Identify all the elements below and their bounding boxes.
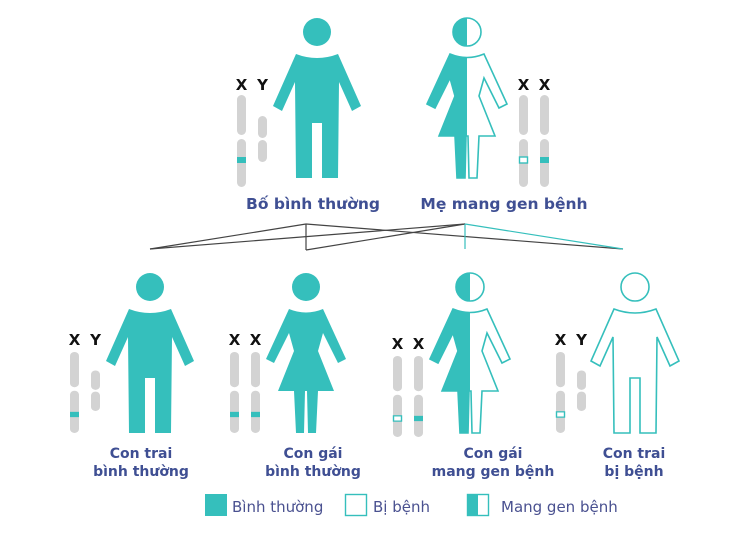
child-label-line2: bị bệnh <box>604 464 663 480</box>
child-label-line1: Con trai <box>603 446 666 462</box>
child-chromosomes: X Y <box>69 331 102 433</box>
chromosome-label-y: Y <box>89 331 102 349</box>
child-chromosomes: X Y <box>555 331 588 433</box>
legend-hollow-square-icon <box>344 493 368 517</box>
inheritance-lines <box>149 223 624 251</box>
child-chromosomes: X X <box>392 335 425 437</box>
chromosome-label-x: X <box>392 335 404 353</box>
son-figure-icon <box>106 273 194 433</box>
legend-label-affected: Bị bệnh <box>373 498 430 516</box>
father-chromosomes: X Y <box>236 76 269 187</box>
chromosome-label-x: X <box>539 76 551 94</box>
daughter-carrier-figure-icon <box>429 272 511 434</box>
child-affected-son: X Y Con trai bị bệnh <box>555 272 680 480</box>
chromosome-label-x: X <box>413 335 425 353</box>
legend-label-normal: Bình thường <box>232 498 323 516</box>
child-label-line1: Con trai <box>110 446 173 462</box>
chromosome-label-x: X <box>555 331 567 349</box>
x-chromosome <box>540 95 549 187</box>
chromosome-label-x: X <box>236 76 248 94</box>
child-label-line2: bình thường <box>265 464 361 480</box>
daughter-figure-icon <box>266 273 346 433</box>
chromosome-label-x: X <box>69 331 81 349</box>
chromosome-label-x: X <box>518 76 530 94</box>
x-chromosome-affected <box>518 95 529 187</box>
child-label-line1: Con gái <box>283 446 342 462</box>
y-chromosome <box>258 116 267 162</box>
mother-chromosomes: X X <box>518 76 551 187</box>
child-label-line1: Con gái <box>463 446 522 462</box>
mother-figure-icon <box>426 17 508 179</box>
son-affected-figure-icon <box>590 272 680 434</box>
legend-label-carrier: Mang gen bệnh <box>501 498 618 516</box>
child-label-line2: mang gen bệnh <box>432 464 555 480</box>
chromosome-label-x: X <box>229 331 241 349</box>
father-figure-icon <box>273 18 361 178</box>
chromosome-label-x: X <box>250 331 262 349</box>
child-label-line2: bình thường <box>93 464 189 480</box>
mother: X X Mẹ mang gen bệnh <box>420 17 588 213</box>
child-carrier-daughter: X X Con gái mang gen bệnh <box>392 272 555 480</box>
chromosome-label-y: Y <box>256 76 269 94</box>
legend-filled-square-icon <box>205 494 227 516</box>
x-chromosome <box>237 95 246 187</box>
legend-half-square-icon <box>466 493 490 517</box>
child-normal-daughter: X X Con gái bình thường <box>229 273 361 480</box>
child-chromosomes: X X <box>229 331 262 433</box>
chromosome-label-y: Y <box>575 331 588 349</box>
father: X Y Bố bình thường <box>236 18 380 213</box>
child-normal-son: X Y Con trai bình thường <box>69 273 194 480</box>
mother-label: Mẹ mang gen bệnh <box>420 195 587 213</box>
legend: Bình thường Bị bệnh Mang gen bệnh <box>205 493 618 517</box>
father-label: Bố bình thường <box>246 194 380 213</box>
